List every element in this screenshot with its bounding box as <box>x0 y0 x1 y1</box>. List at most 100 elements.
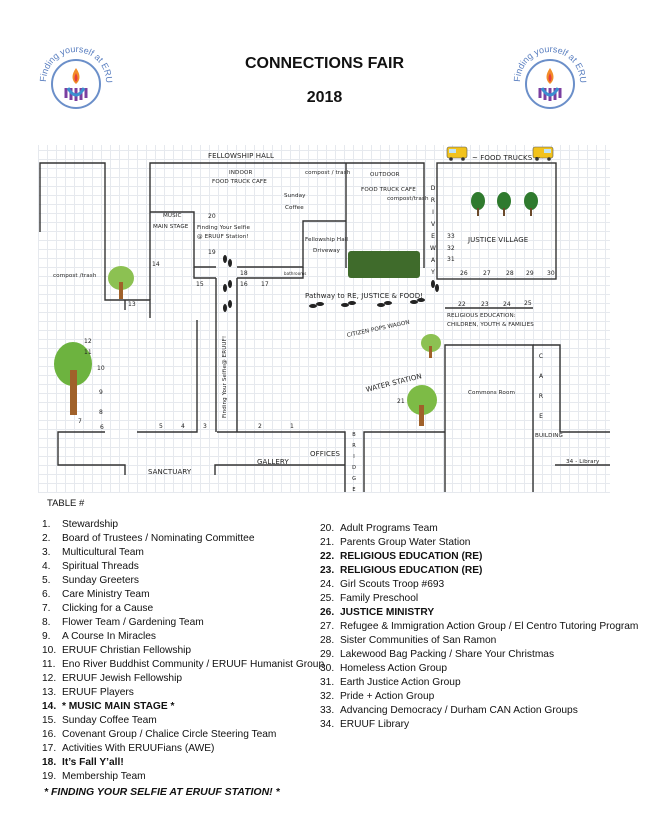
legend-number: 5. <box>42 575 51 586</box>
legend-number: 14. <box>42 701 57 712</box>
table-number: 20 <box>208 213 216 220</box>
legend-item: 33.Advancing Democracy / Durham CAN Acti… <box>320 704 638 718</box>
label-selfie-2: @ ERUUF Station! <box>197 234 249 240</box>
label-compost-trash: compost / trash <box>305 170 351 176</box>
legend-text: ERUUF Christian Fellowship <box>62 645 192 656</box>
label-sanctuary: SANCTUARY <box>148 468 192 476</box>
letter: C <box>538 353 544 360</box>
label-gallery: GALLERY <box>257 458 289 466</box>
legend-text: Spiritual Threads <box>62 561 139 572</box>
legend-item: 5. Sunday Greeters <box>42 574 324 588</box>
legend-text: Homeless Action Group <box>340 663 448 674</box>
legend-text: Covenant Group / Chalice Circle Steering… <box>62 729 277 740</box>
letter: A <box>538 373 544 380</box>
legend-number: 16. <box>42 729 57 740</box>
label-offices: OFFICES <box>310 450 341 458</box>
label-fh-driveway-2: Driveway <box>313 248 341 254</box>
letter: E <box>352 487 356 493</box>
legend-text: Refugee & Immigration Action Group / El … <box>340 621 639 632</box>
table-number: 21 <box>397 398 405 405</box>
label-commons-room: Commons Room <box>468 390 516 396</box>
table-number: 31 <box>447 256 455 263</box>
legend-text: Sunday Coffee Team <box>62 715 157 726</box>
legend-number: 17. <box>42 743 57 754</box>
legend-number: 30. <box>320 663 335 674</box>
legend-number: 6. <box>42 589 51 600</box>
label-sunday: Sunday <box>284 193 306 199</box>
table-number: 26 <box>460 270 468 277</box>
label-compost-trash-2: compost /trash <box>53 273 97 279</box>
label-library: 34 - Library <box>566 459 600 465</box>
letter: I <box>432 209 434 216</box>
legend-number: 10. <box>42 645 57 656</box>
table-number: 7 <box>78 418 82 425</box>
letter: B <box>352 432 356 438</box>
table-number: 33 <box>447 233 455 240</box>
legend-text: Activities With ERUUFians (AWE) <box>62 743 215 754</box>
eruuf-logo-left: Finding yourself at ERUUF <box>36 40 114 109</box>
legend-text: Eno River Buddhist Community / ERUUF Hum… <box>62 659 325 670</box>
legend-number: 29. <box>320 649 335 660</box>
legend-number: 7. <box>42 603 51 614</box>
label-outdoor-cafe: FOOD TRUCK CAFE <box>361 187 416 193</box>
label-compost-trash-3: compost/trash <box>387 196 429 202</box>
table-number: 12 <box>84 338 92 345</box>
legend-text: Pride + Action Group <box>340 691 435 702</box>
label-fellowship-hall: FELLOWSHIP HALL <box>208 152 275 160</box>
letter: Y <box>431 269 435 276</box>
letter: D <box>352 465 356 471</box>
letter: V <box>430 221 436 228</box>
legend-item: 12.ERUUF Jewish Fellowship <box>42 672 324 686</box>
legend-item: 15.Sunday Coffee Team <box>42 714 324 728</box>
legend-number: 23. <box>320 565 335 576</box>
label-indoor: INDOOR <box>229 170 253 176</box>
label-indoor-cafe: FOOD TRUCK CAFE <box>212 179 267 185</box>
legend-number: 28. <box>320 635 335 646</box>
table-number: 9 <box>99 389 103 396</box>
legend-item: 6.Care Ministry Team <box>42 588 324 602</box>
label-music: MUSIC <box>163 213 182 219</box>
legend-item: 26.JUSTICE MINISTRY <box>320 606 638 620</box>
fair-map <box>38 145 610 493</box>
legend-item: 22.RELIGIOUS EDUCATION (RE) <box>320 550 638 564</box>
legend-number: 27. <box>320 621 335 632</box>
table-number: 23 <box>481 301 489 308</box>
legend-text: Board of Trustees / Nominating Committee <box>62 533 255 544</box>
legend-title: TABLE # <box>47 498 85 509</box>
table-number: 16 <box>240 281 248 288</box>
label-coffee: Coffee <box>285 205 304 211</box>
legend-number: 31. <box>320 677 335 688</box>
legend-item: 16. Covenant Group / Chalice Circle Steer… <box>42 728 324 742</box>
label-outdoor: OUTDOOR <box>370 172 400 178</box>
legend-item: 20.Adult Programs Team <box>320 522 638 536</box>
legend-text: Girl Scouts Troop #693 <box>340 579 445 590</box>
legend-text: Membership Team <box>62 771 146 782</box>
table-number: 28 <box>506 270 514 277</box>
legend-text: ERUUF Players <box>62 687 134 698</box>
legend-text: Stewardship <box>62 519 119 530</box>
label-main-stage: MAIN STAGE <box>153 224 189 230</box>
legend-item: 25.Family Preschool <box>320 592 638 606</box>
legend-item: 24.Girl Scouts Troop #693 <box>320 578 638 592</box>
legend-text: JUSTICE MINISTRY <box>340 607 435 618</box>
legend-number: 13. <box>42 687 57 698</box>
letter: E <box>539 413 543 420</box>
table-number: 24 <box>503 301 511 308</box>
legend-text: Parents Group Water Station <box>340 537 471 548</box>
page-year: 2018 <box>306 89 343 106</box>
label-re-1: RELIGIOUS EDUCATION: <box>447 313 516 319</box>
legend-number: 3. <box>42 547 51 558</box>
legend-text: Lakewood Bag Packing / Share Your Christ… <box>340 649 555 660</box>
legend-item: 29. Lakewood Bag Packing / Share Your Chr… <box>320 648 638 662</box>
legend-item: 10. ERUUF Christian Fellowship <box>42 644 324 658</box>
table-number: 3 <box>203 423 207 430</box>
legend-item: 9.A Course In Miracles <box>42 630 324 644</box>
label-pathway: Pathway to RE, JUSTICE & FOOD! <box>305 292 424 300</box>
table-number: 32 <box>447 245 455 252</box>
table-number: 14 <box>152 261 160 268</box>
legend-text: Sister Communities of San Ramon <box>340 635 497 646</box>
legend-number: 12. <box>42 673 57 684</box>
legend-text: Sunday Greeters <box>62 575 140 586</box>
